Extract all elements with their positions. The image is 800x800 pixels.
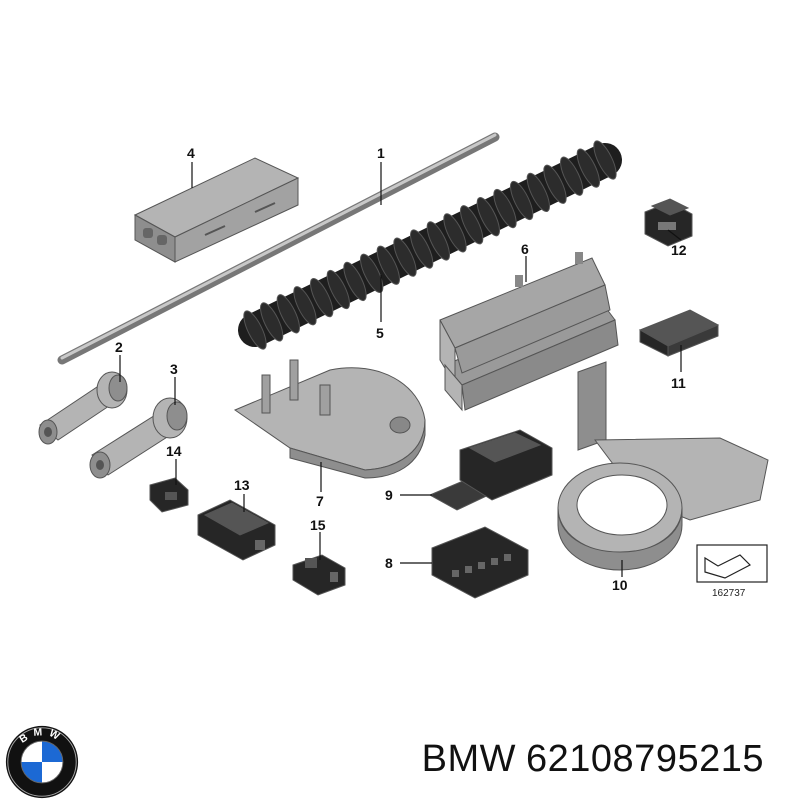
part-6-twin-cylinder	[439, 252, 619, 412]
callout-2: 2	[115, 339, 123, 355]
part-3-bushing	[89, 397, 188, 479]
part-11-flat-connector	[638, 309, 720, 357]
part-8-plug	[431, 526, 529, 599]
part-number: 62108795215	[526, 738, 764, 780]
callout-11: 11	[671, 375, 686, 391]
callout-10: 10	[612, 577, 628, 593]
callout-6: 6	[521, 241, 529, 257]
callout-12: 12	[671, 242, 687, 258]
part-12-small-connector	[644, 198, 693, 247]
parts-diagram: 162737 1 2 3 4 5 6 7 8 9 10 11 12 13 14 …	[38, 132, 769, 599]
part-15-connector	[292, 554, 346, 596]
part-7-bracket	[233, 359, 426, 479]
brand-name: BMW	[421, 738, 517, 780]
callout-9: 9	[385, 487, 393, 503]
callout-15: 15	[310, 517, 326, 533]
callout-14: 14	[166, 443, 182, 459]
callout-13: 13	[234, 477, 250, 493]
callout-labels: 1 2 3 4 5 6 7 8 9 10 11 12 13 14 15	[115, 145, 687, 593]
part-4-connector-housing	[133, 157, 300, 263]
callout-5: 5	[376, 325, 384, 341]
part-1-rod	[57, 132, 500, 365]
bmw-logo: BMW	[5, 725, 79, 799]
part-13-switch	[197, 499, 276, 561]
part-2-bushing	[38, 371, 128, 445]
diagram-reference-box: 162737	[696, 544, 768, 599]
callout-8: 8	[385, 555, 393, 571]
part-10-ring-bracket	[557, 361, 769, 571]
callout-4: 4	[187, 145, 195, 161]
callout-3: 3	[170, 361, 178, 377]
leader-lines	[119, 162, 682, 577]
callout-7: 7	[316, 493, 324, 509]
callout-1: 1	[377, 145, 385, 161]
part-14-connector	[149, 477, 189, 513]
part-9-connector	[428, 429, 553, 511]
diagram-ref-number: 162737	[712, 588, 746, 599]
part-5-corrugated-boot	[238, 140, 622, 350]
